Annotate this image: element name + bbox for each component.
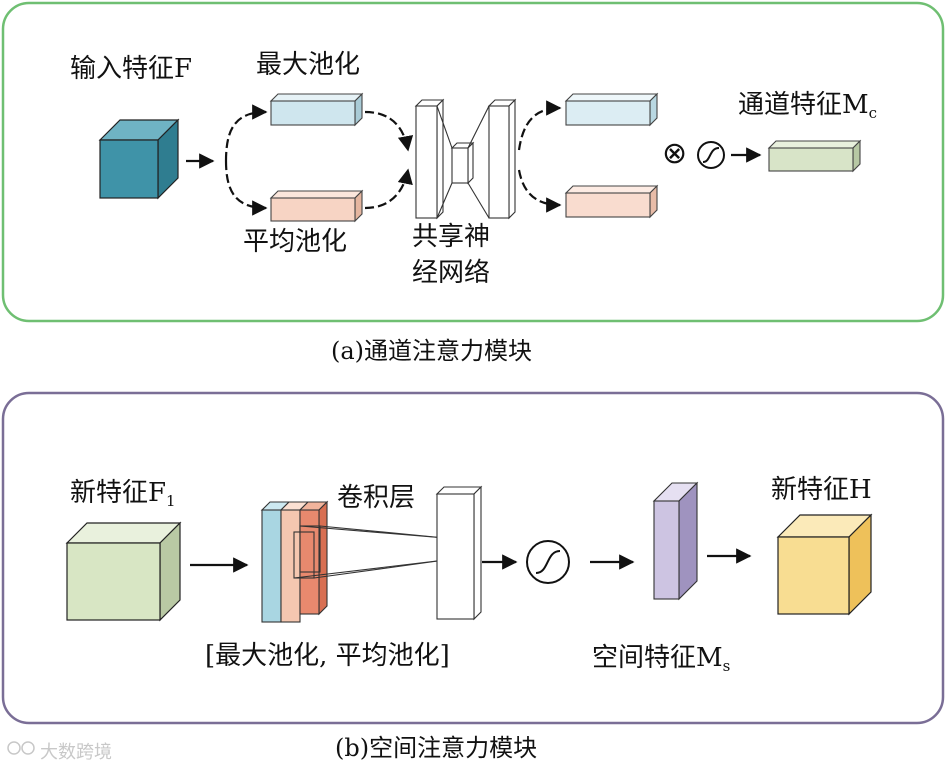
new-feature-h-cube bbox=[776, 513, 873, 616]
pooled-maps-stack bbox=[260, 500, 329, 623]
shared-mlp bbox=[414, 98, 517, 220]
shared-mlp-label-line2: 经网络 bbox=[412, 258, 491, 288]
new-feature-f1-label: 新特征F1 bbox=[70, 478, 176, 510]
arrow-mlp-to-out-bottom bbox=[517, 169, 562, 213]
max-pool-bar bbox=[269, 92, 364, 127]
mlp-output-top-bar bbox=[564, 92, 659, 127]
spatial-feature-label: 空间特征Ms bbox=[592, 643, 731, 675]
spatial-feature-map bbox=[652, 481, 699, 601]
conv-output-map bbox=[435, 485, 483, 621]
channel-module-caption: (a)通道注意力模块 bbox=[331, 337, 533, 365]
new-feature-f1-cube bbox=[65, 521, 182, 622]
watermark-logo-icon bbox=[7, 741, 35, 755]
arrow-to-max-pool bbox=[224, 104, 268, 162]
conv-kernel-window bbox=[293, 525, 446, 579]
arrow-to-avg-pool bbox=[224, 160, 268, 216]
spatial-module-frame bbox=[1, 391, 945, 725]
sigmoid-icon-b bbox=[526, 540, 570, 584]
new-feature-h-label: 新特征H bbox=[771, 475, 872, 505]
arrow-max-to-mlp bbox=[364, 110, 414, 152]
conv-layer-label: 卷积层 bbox=[337, 483, 416, 513]
max-pool-label: 最大池化 bbox=[256, 50, 361, 80]
arrow-mlp-to-out-top bbox=[517, 100, 562, 151]
avg-pool-label: 平均池化 bbox=[243, 227, 348, 257]
channel-feature-label: 通道特征Mc bbox=[738, 90, 878, 122]
channel-module-frame bbox=[1, 1, 945, 323]
shared-mlp-label-line1: 共享神 bbox=[412, 222, 491, 252]
channel-feature-bar bbox=[767, 139, 862, 173]
avg-pool-bar bbox=[269, 189, 364, 223]
spatial-module-caption: (b)空间注意力模块 bbox=[335, 734, 538, 762]
watermark-text: 大数跨境 bbox=[40, 742, 112, 763]
sigmoid-icon-a bbox=[697, 141, 725, 169]
arrow-avg-to-mlp bbox=[364, 168, 413, 210]
elementwise-multiply-icon: ⊗ bbox=[662, 136, 688, 171]
mlp-output-bottom-bar bbox=[564, 184, 659, 219]
input-feature-label: 输入特征F bbox=[70, 54, 193, 84]
input-feature-cube bbox=[98, 118, 180, 200]
pool-stack-label: [最大池化, 平均池化] bbox=[205, 641, 450, 671]
